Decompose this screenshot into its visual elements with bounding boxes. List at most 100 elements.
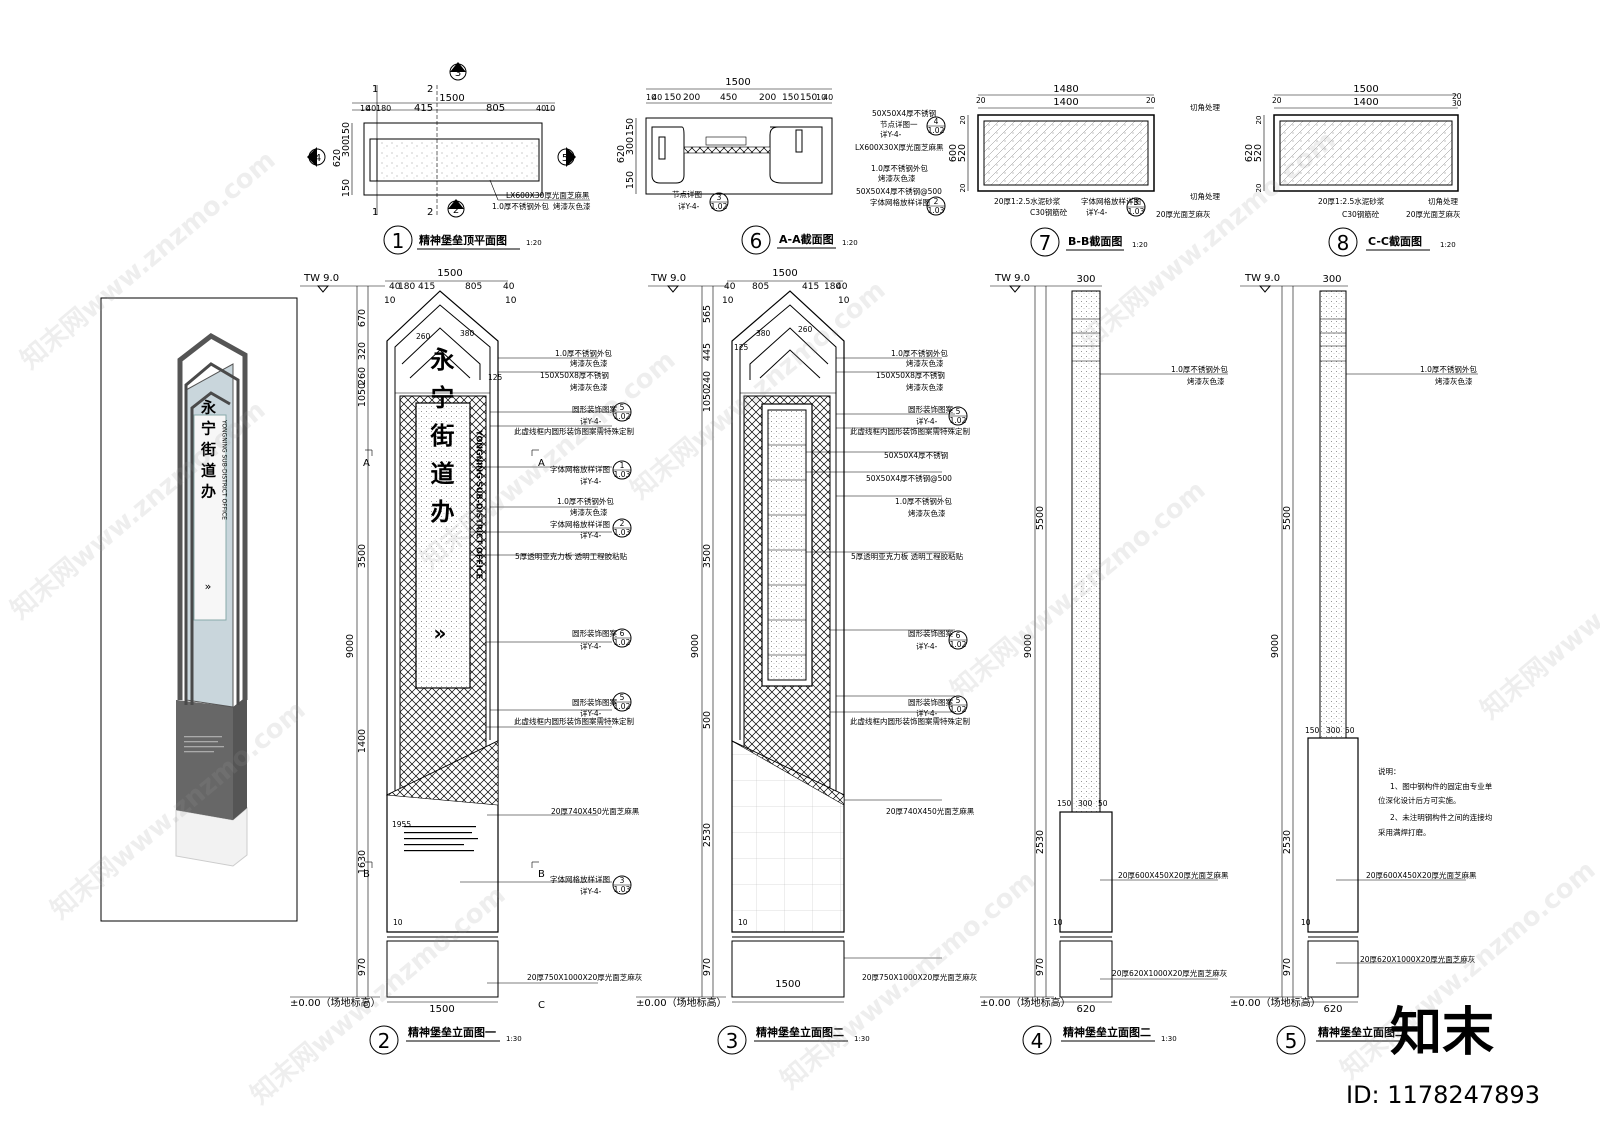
- svg-text:9000: 9000: [1270, 634, 1281, 658]
- svg-text:TW 9.0: TW 9.0: [650, 273, 686, 284]
- elev2-leaders: [460, 357, 612, 984]
- svg-text:1.0厚不锈钢外包: 1.0厚不锈钢外包: [557, 496, 614, 506]
- svg-text:40: 40: [366, 104, 376, 113]
- svg-text:B: B: [363, 869, 370, 880]
- title-elevation-4: 4 精神堡垒立面图二 1:30: [1022, 1025, 1177, 1055]
- svg-text:精神堡垒立面图二: 精神堡垒立面图二: [1318, 1025, 1406, 1039]
- render-panel: 永宁街道办 » YONGNING SUB-DISTRICT OFFICE: [100, 297, 298, 922]
- svg-text:详Y-4-: 详Y-4-: [580, 416, 602, 426]
- svg-text:320: 320: [357, 342, 368, 360]
- elev3-top-segments: 10 40 805 415 180 40 10: [722, 282, 850, 306]
- elev2-chinese-text: 永宁街道办: [426, 347, 455, 537]
- svg-text:1.03: 1.03: [928, 206, 945, 215]
- elev3-notes: 1.0厚不锈钢外包 烤漆灰色漆 150X50X8厚不锈钢 烤漆灰色漆 圆形装饰图…: [850, 348, 978, 982]
- svg-text:1.0厚不锈钢外包: 1.0厚不锈钢外包: [891, 348, 948, 358]
- svg-text:2530: 2530: [1035, 830, 1046, 854]
- svg-text:10: 10: [722, 296, 734, 306]
- elev5-column: [1319, 290, 1347, 739]
- svg-text:TW 9.0: TW 9.0: [1244, 273, 1280, 284]
- svg-text:10: 10: [738, 918, 748, 927]
- svg-text:±0.00（场地标高）: ±0.00（场地标高）: [636, 996, 727, 1009]
- elev2-callouts: 51.02 11.03 21.03 61.02 51.02 31.03: [612, 402, 632, 895]
- svg-text:970: 970: [357, 958, 368, 976]
- svg-text:5: 5: [620, 403, 625, 412]
- svg-text:500: 500: [702, 711, 713, 729]
- svg-text:切角处理: 切角处理: [1190, 102, 1220, 112]
- svg-text:150: 150: [341, 179, 352, 197]
- svg-text:300: 300: [341, 139, 352, 157]
- svg-text:10: 10: [838, 296, 850, 306]
- svg-text:字体网格放样详图: 字体网格放样详图: [870, 197, 930, 207]
- svg-text:圆形装饰图案: 圆形装饰图案: [572, 697, 617, 707]
- svg-text:1:20: 1:20: [842, 239, 858, 247]
- svg-text:字体网格放样详图: 字体网格放样详图: [550, 519, 610, 529]
- svg-text:圆形装饰图案: 圆形装饰图案: [908, 404, 953, 414]
- render-outer-frame: [177, 333, 248, 700]
- svg-text:180: 180: [376, 104, 391, 113]
- elev2-notes: 1.0厚不锈钢外包 烤漆灰色漆 150X50X8厚不锈钢 烤漆灰色漆 圆形装饰图…: [514, 348, 643, 982]
- svg-text:10: 10: [505, 296, 517, 306]
- svg-text:20厚620X1000X20厚光面芝麻灰: 20厚620X1000X20厚光面芝麻灰: [1360, 954, 1476, 964]
- svg-text:670: 670: [357, 309, 368, 327]
- elev5-lower-stone: [1307, 737, 1359, 933]
- svg-text:150: 150: [625, 118, 636, 136]
- general-notes: 说明： 1、图中钢构件的固定由专业单 位深化设计后方可实施。 2、未注明钢构件之…: [1378, 766, 1493, 837]
- svg-text:8: 8: [1337, 231, 1350, 255]
- svg-text:50: 50: [1098, 799, 1108, 808]
- svg-text:详Y-4-: 详Y-4-: [916, 641, 938, 651]
- svg-text:1.03: 1.03: [614, 528, 631, 537]
- render-english-text: YONGNING SUB-DISTRICT OFFICE: [221, 419, 228, 520]
- elev3-leaders: [806, 357, 955, 959]
- svg-text:B-B截面图: B-B截面图: [1068, 234, 1122, 248]
- svg-text:6: 6: [750, 229, 763, 253]
- svg-text:精神堡垒立面图二: 精神堡垒立面图二: [756, 1025, 844, 1039]
- plan1-note-1: LX600X30厚光面芝麻黑: [506, 190, 590, 200]
- svg-text:150: 150: [1305, 726, 1320, 735]
- svg-text:620: 620: [1323, 1004, 1342, 1015]
- svg-text:详Y-4-: 详Y-4-: [678, 201, 700, 211]
- svg-text:详Y-4-: 详Y-4-: [580, 708, 602, 718]
- svg-text:415: 415: [414, 103, 433, 114]
- svg-text:20厚600X450X20厚光面芝麻黑: 20厚600X450X20厚光面芝麻黑: [1118, 870, 1229, 880]
- svg-text:1630: 1630: [357, 850, 368, 874]
- title-section-6: 6 A-A截面图 1:20: [741, 225, 858, 255]
- sec7-vertical-dims: 20 520 600 20: [948, 115, 969, 192]
- svg-text:150: 150: [1057, 799, 1072, 808]
- svg-text:300: 300: [1322, 274, 1341, 285]
- svg-text:位深化设计后方可实施。: 位深化设计后方可实施。: [1378, 795, 1461, 805]
- plan1-vertical-dims: 150 300 620 150: [332, 122, 353, 197]
- svg-text:10: 10: [1301, 918, 1311, 927]
- svg-text:此虚线框内圆形装饰图案需特殊定制: 此虚线框内圆形装饰图案需特殊定制: [514, 426, 634, 436]
- render-chinese-text: 永宁街道办: [199, 399, 217, 505]
- title-elevation-3: 3 精神堡垒立面图二 1:30: [717, 1025, 870, 1055]
- elev2-english-text: YONGNING SUB-DISTRICT OFFICE: [475, 429, 484, 579]
- svg-text:200: 200: [759, 93, 776, 103]
- svg-text:2: 2: [620, 519, 625, 528]
- svg-text:150X50X8厚不锈钢: 150X50X8厚不锈钢: [540, 370, 609, 380]
- svg-text:4: 4: [934, 117, 939, 126]
- svg-text:烤漆灰色漆: 烤漆灰色漆: [1435, 376, 1473, 386]
- svg-text:2: 2: [934, 197, 939, 206]
- svg-text:565: 565: [702, 305, 713, 323]
- elev3-grid-lines: [768, 444, 806, 656]
- svg-text:3: 3: [620, 876, 625, 885]
- svg-text:C-C截面图: C-C截面图: [1368, 234, 1422, 248]
- svg-text:300: 300: [625, 137, 636, 155]
- svg-text:970: 970: [1035, 958, 1046, 976]
- svg-text:970: 970: [702, 958, 713, 976]
- svg-text:此虚线框内圆形装饰图案需特殊定制: 此虚线框内圆形装饰图案需特殊定制: [514, 716, 634, 726]
- plan1-marker-3: 3: [455, 68, 461, 79]
- svg-text:20: 20: [959, 116, 967, 125]
- svg-text:此虚线框内圆形装饰图案需特殊定制: 此虚线框内圆形装饰图案需特殊定制: [850, 716, 970, 726]
- plan1-note-2: 1.0厚不锈钢外包: [492, 201, 549, 211]
- svg-text:6: 6: [956, 631, 961, 640]
- svg-text:5厚透明亚克力板 透明工程胶粘贴: 5厚透明亚克力板 透明工程胶粘贴: [851, 551, 964, 561]
- elev3-segment-heights: 565 445 240 1050 3500 500 2530 970: [702, 305, 713, 976]
- svg-text:20厚750X1000X20厚光面芝麻灰: 20厚750X1000X20厚光面芝麻灰: [862, 972, 978, 982]
- svg-text:260: 260: [798, 325, 813, 334]
- svg-text:详Y-4-: 详Y-4-: [916, 708, 938, 718]
- svg-text:3500: 3500: [702, 544, 713, 568]
- svg-text:1.02: 1.02: [950, 416, 967, 425]
- svg-text:20厚750X1000X20厚光面芝麻灰: 20厚750X1000X20厚光面芝麻灰: [527, 972, 643, 982]
- svg-text:415: 415: [418, 282, 435, 292]
